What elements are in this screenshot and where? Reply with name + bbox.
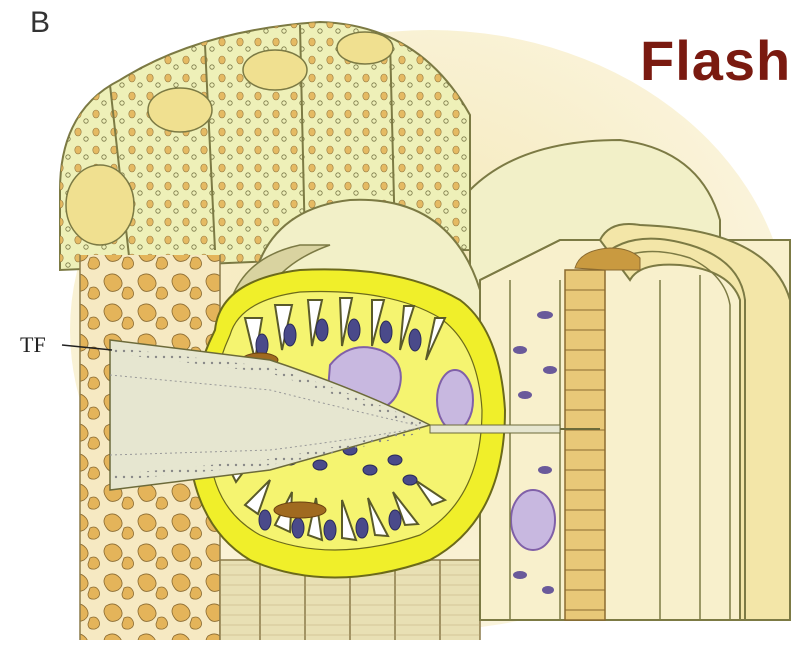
flash-title: Flash xyxy=(640,28,791,93)
panel-letter: B xyxy=(30,6,50,40)
right-block xyxy=(480,224,790,620)
tf-label: TF xyxy=(20,332,46,358)
bottom-fade xyxy=(0,640,812,657)
